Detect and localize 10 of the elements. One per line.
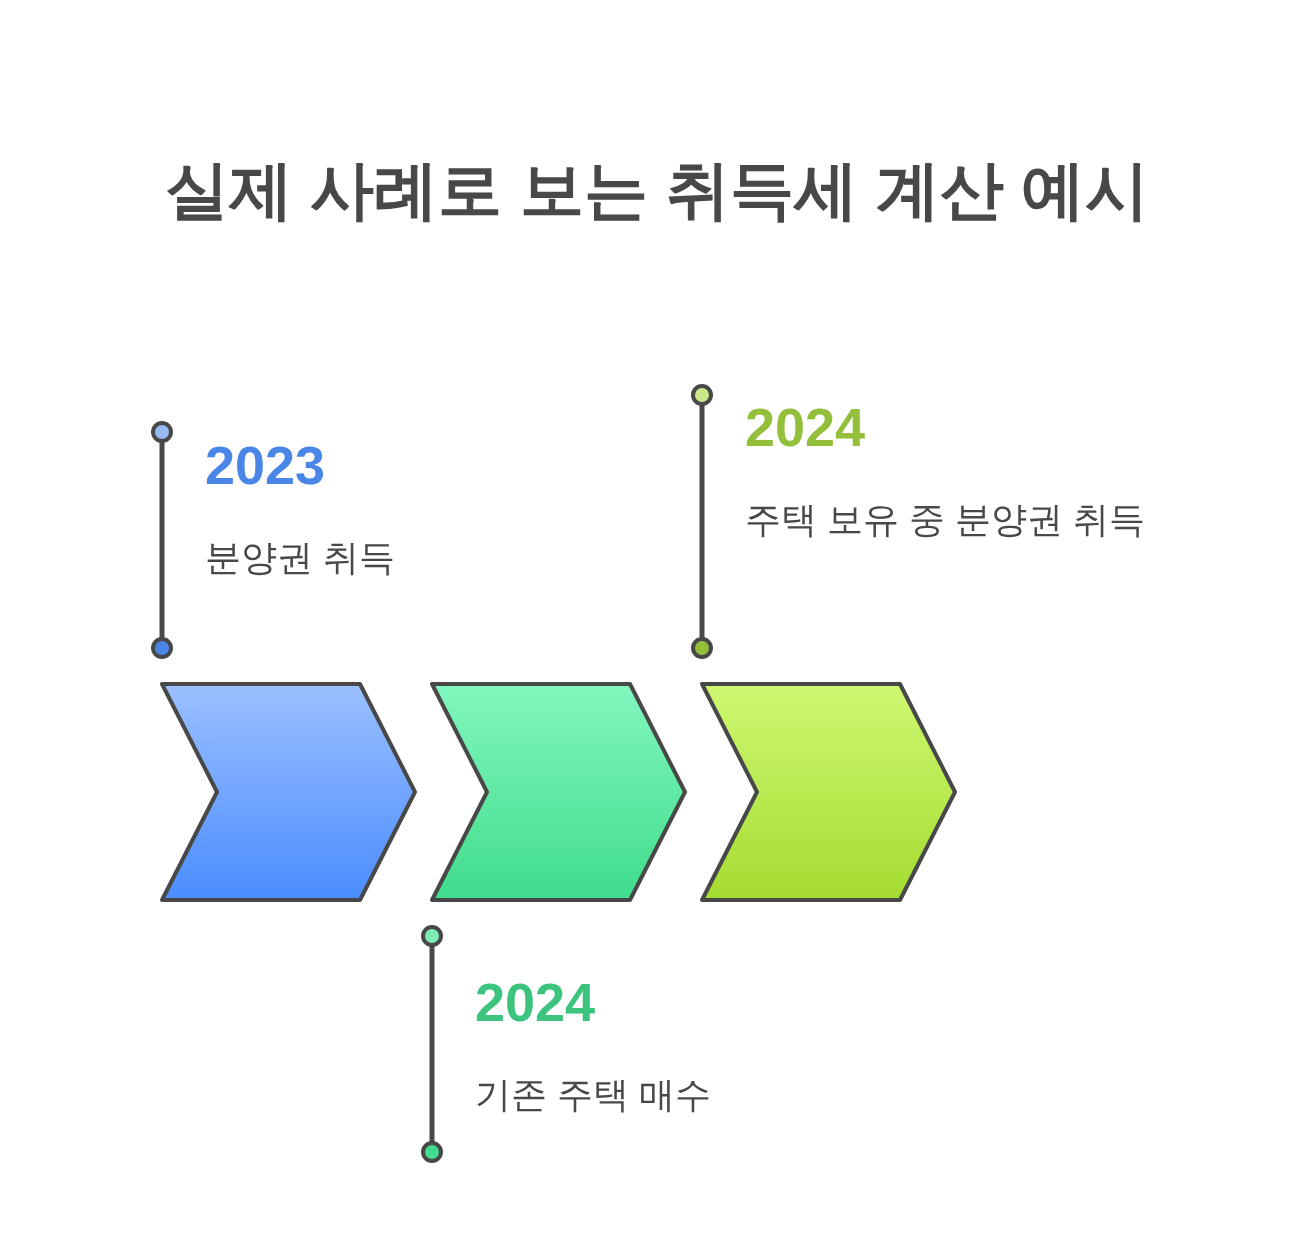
chevron-step <box>430 682 687 902</box>
year-label: 2023 <box>205 438 326 492</box>
year-label: 2024 <box>745 400 866 454</box>
year-label: 2024 <box>475 975 596 1029</box>
event-description: 주택 보유 중 분양권 취득 <box>745 498 1146 542</box>
chevron-step <box>160 682 417 902</box>
event-description: 기존 주택 매수 <box>475 1073 712 1117</box>
chevron-step <box>700 682 957 902</box>
event-description: 분양권 취득 <box>205 536 396 580</box>
title: 실제 사례로 보는 취득세 계산 예시 <box>163 153 1151 228</box>
